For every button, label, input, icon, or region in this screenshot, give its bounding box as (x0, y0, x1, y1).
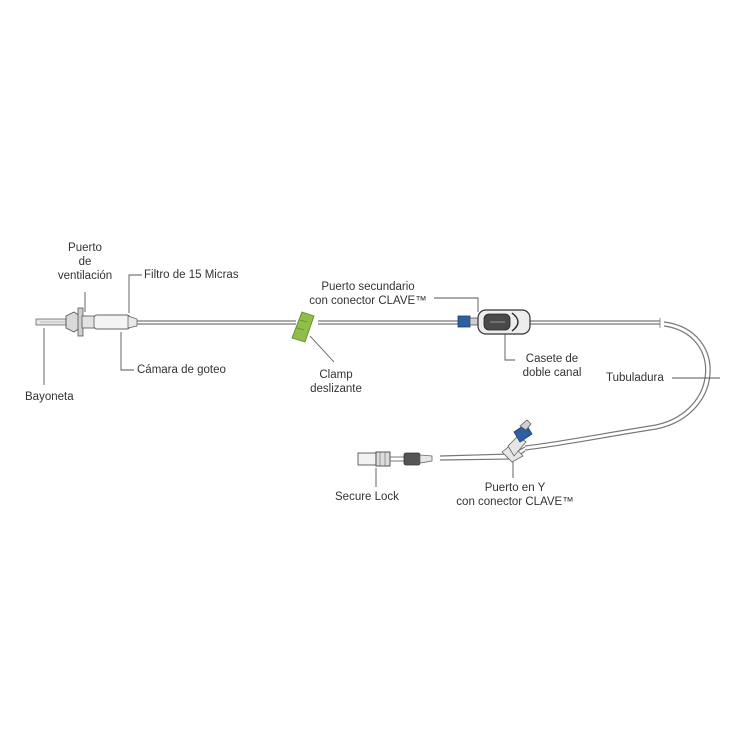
leader-clamp (309, 335, 335, 363)
label-puerto-y-line1: Puerto en Y (484, 482, 546, 494)
label-bayoneta: Bayoneta (25, 391, 74, 403)
label-puerto-ventilacion: Puerto de ventilación (45, 241, 125, 283)
label-puerto-y: Puerto en Y con conector CLAVE™ (455, 481, 575, 509)
label-clamp: Clamp deslizante (298, 368, 374, 396)
label-filtro: Filtro de 15 Micras (144, 269, 239, 281)
slide-clamp (291, 311, 315, 343)
main-tubing (137, 320, 660, 325)
label-puerto-ventilacion-line3: ventilación (57, 270, 113, 282)
label-puerto-secundario-line1: Puerto secundario (321, 281, 415, 293)
label-tubuladura: Tubuladura (606, 372, 664, 384)
leader-filtro (128, 274, 142, 313)
label-casete-line2: doble canal (522, 367, 582, 379)
dual-channel-cassette (477, 309, 531, 335)
label-casete-line1: Casete de (525, 353, 579, 365)
leader-camara (120, 332, 134, 371)
label-casete: Casete de doble canal (514, 352, 590, 380)
label-camara-goteo: Cámara de goteo (137, 364, 226, 376)
label-puerto-y-line2: con conector CLAVE™ (456, 496, 574, 508)
label-puerto-ventilacion-line2: de (78, 256, 92, 268)
secondary-port-connector (457, 315, 479, 328)
drip-chamber (93, 314, 138, 330)
label-secure-lock: Secure Lock (335, 491, 399, 503)
label-puerto-secundario-line2: con conector CLAVE™ (309, 295, 427, 307)
bayoneta-spike (35, 307, 84, 337)
label-clamp-line2: deslizante (310, 383, 362, 395)
leader-casete (504, 334, 515, 361)
label-clamp-line1: Clamp (319, 369, 353, 381)
leader-lines (43, 274, 720, 487)
label-puerto-ventilacion-line1: Puerto (68, 242, 102, 254)
secure-lock-connector (357, 451, 433, 467)
y-site (439, 419, 533, 463)
leader-secundario (434, 297, 479, 312)
label-puerto-secundario: Puerto secundario con conector CLAVE™ (308, 280, 428, 308)
tubuladura-coil (524, 318, 711, 451)
